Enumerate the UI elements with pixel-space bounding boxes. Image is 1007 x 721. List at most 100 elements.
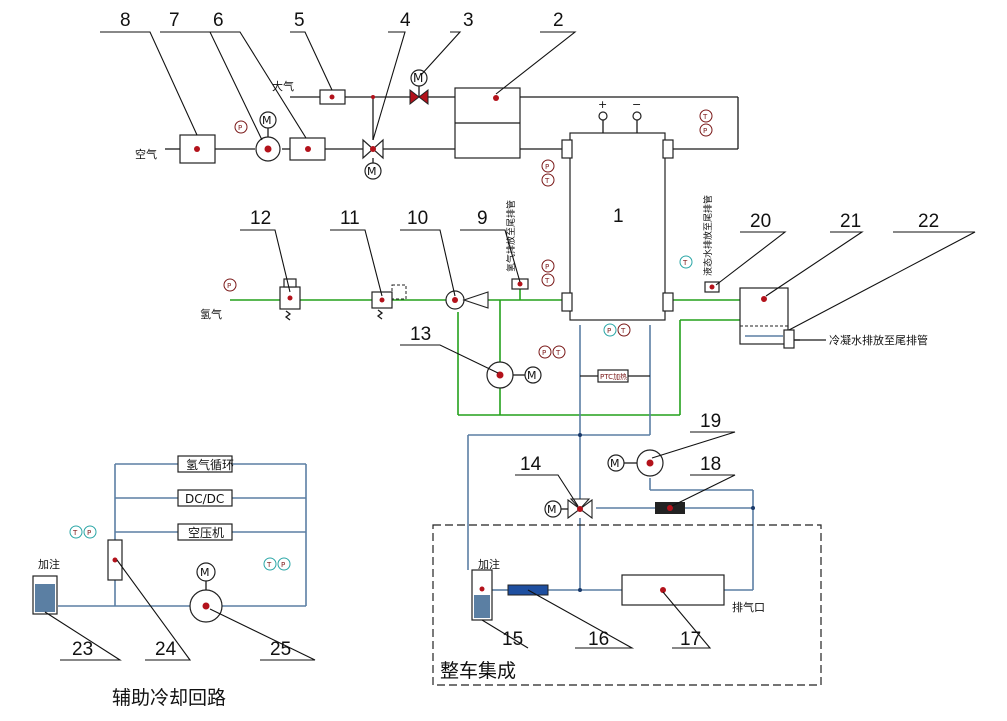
stack-plus-terminal: +	[598, 98, 607, 111]
svg-text:P: P	[607, 327, 611, 335]
motor-symbol: M	[200, 566, 210, 579]
svg-text:P: P	[545, 163, 549, 171]
number-3: 3	[463, 10, 474, 31]
fill-left-label: 加注	[38, 557, 60, 571]
svg-text:P: P	[545, 263, 549, 271]
aux-cooling-loop	[58, 463, 307, 607]
svg-text:T: T	[544, 277, 550, 285]
svg-text:T: T	[544, 177, 550, 185]
hydrogen-recirculation-pump: M	[486, 361, 542, 389]
atmosphere-label: 大气	[272, 79, 294, 93]
aux-cooling-label: 辅助冷却回路	[112, 687, 226, 709]
svg-text:P: P	[238, 124, 242, 132]
number-22: 22	[918, 211, 939, 232]
svg-text:P: P	[542, 349, 546, 357]
water-drain-label: 液态水排放至尾排管	[702, 195, 714, 276]
number-11: 11	[340, 208, 360, 229]
svg-text:P: P	[281, 561, 285, 569]
svg-text:T: T	[266, 561, 272, 569]
number-23: 23	[72, 639, 93, 660]
coolant-main-loop	[467, 325, 755, 592]
svg-text:空压机: 空压机	[188, 526, 224, 540]
aux-coolant-pump: M	[189, 562, 223, 623]
motor-symbol: M	[413, 71, 423, 85]
air-label: 空气	[135, 147, 157, 161]
number-10: 10	[407, 208, 428, 229]
motor-symbol: M	[610, 457, 620, 470]
aux-filter	[107, 539, 123, 581]
number-2: 2	[553, 10, 564, 31]
number-6: 6	[213, 10, 224, 31]
hydrogen-shutoff-valve	[279, 278, 301, 321]
pressure-regulator	[371, 284, 407, 320]
number-25: 25	[270, 639, 291, 660]
condensate-drain-label: 冷凝水排放至尾排管	[829, 333, 928, 347]
coolant-thermostat-valve: M	[544, 498, 593, 520]
water-drain-valve	[704, 281, 720, 293]
number-9: 9	[477, 208, 488, 229]
stack-minus-terminal: −	[632, 98, 641, 111]
number-5: 5	[294, 10, 305, 31]
radiator	[621, 574, 725, 606]
water-separator	[739, 287, 800, 345]
hydrogen-ejector	[445, 290, 489, 310]
aux-expansion-tank	[32, 575, 58, 615]
text-labels: 大气 空气 氢气 氢气排放至尾排管 液态水排放至尾排管 冷凝水排放至尾排管 加注…	[38, 79, 928, 709]
expansion-tank	[471, 569, 493, 621]
three-way-valve: M	[362, 138, 384, 180]
vehicle-integration-label: 整车集成	[440, 660, 516, 682]
coolant-pump: M	[607, 449, 664, 477]
svg-text:P: P	[227, 282, 231, 290]
svg-text:PTC加热: PTC加热	[600, 372, 627, 381]
aux-compressor-box: 空压机	[177, 523, 233, 541]
number-12: 12	[250, 208, 271, 229]
svg-text:T: T	[682, 259, 688, 267]
number-16: 16	[588, 629, 609, 650]
air-filter	[179, 134, 216, 164]
number-24: 24	[155, 639, 177, 660]
hydrogen-purge-label: 氢气排放至尾排管	[505, 200, 517, 272]
svg-text:P: P	[87, 529, 91, 537]
svg-text:DC/DC: DC/DC	[185, 492, 224, 506]
motor-symbol: M	[262, 114, 272, 127]
number-20: 20	[750, 211, 771, 232]
aux-hydrogen-circ-box: 氢气循环	[177, 455, 234, 473]
number-17: 17	[680, 629, 701, 650]
number-8: 8	[120, 10, 131, 31]
number-14: 14	[520, 454, 542, 475]
bypass-filter	[319, 89, 346, 105]
number-15: 15	[502, 629, 523, 650]
ptc-heater: PTC加热	[580, 369, 650, 383]
air-compressor: M	[255, 111, 281, 162]
number-1: 1	[613, 206, 624, 227]
aux-dcdc-box: DC/DC	[177, 489, 233, 507]
svg-text:T: T	[72, 529, 78, 537]
fill-right-label: 加注	[478, 557, 500, 571]
motor-symbol: M	[367, 165, 377, 178]
exhaust-outlet-label: 排气口	[732, 600, 765, 614]
motor-symbol: M	[547, 503, 557, 516]
fuel-cell-stack: + −	[561, 98, 674, 321]
vehicle-integration-boundary	[432, 524, 822, 686]
deionizer	[655, 502, 685, 514]
svg-text:T: T	[702, 113, 708, 121]
humidifier	[454, 87, 521, 159]
sensors: P P P T P T T P T P T P T T P T P	[69, 109, 713, 571]
component-numbers: 1 2 3 4 5 6 7 8 9 10 11 12 13 14 15 16 1…	[72, 10, 939, 660]
hydrogen-purge-valve	[511, 278, 529, 290]
number-21: 21	[840, 211, 861, 232]
svg-text:T: T	[555, 349, 561, 357]
number-7: 7	[169, 10, 180, 31]
intercooler	[289, 137, 326, 161]
number-13: 13	[410, 324, 431, 345]
number-4: 4	[400, 10, 411, 31]
number-18: 18	[700, 454, 721, 475]
svg-text:T: T	[620, 327, 626, 335]
motor-symbol: M	[527, 369, 537, 382]
condensate-drain-valve	[783, 329, 826, 349]
leader-lines	[44, 31, 976, 661]
hydrogen-label: 氢气	[200, 307, 222, 321]
svg-text:氢气循环: 氢气循环	[186, 457, 234, 472]
number-19: 19	[700, 411, 721, 432]
